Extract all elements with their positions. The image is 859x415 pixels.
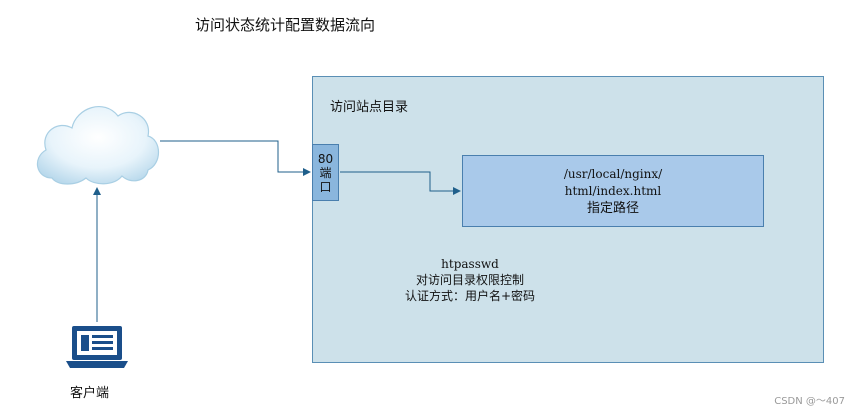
note-line-2: 对访问目录权限控制: [415, 273, 524, 287]
path-line-1: /usr/local/nginx/: [563, 166, 663, 181]
port-box: 80 端 口: [312, 144, 339, 201]
cloud-icon: [36, 106, 160, 185]
site-directory-label: 访问站点目录: [330, 100, 409, 115]
port-label-2: 口: [319, 179, 332, 194]
connector-cloud-to-port: [160, 140, 311, 176]
port-number: 80: [317, 151, 334, 166]
client-label: 客户端: [70, 386, 110, 401]
laptop-icon: [66, 326, 128, 368]
note-line-1: htpasswd: [441, 257, 499, 271]
connector-port-to-path: [340, 171, 461, 195]
watermark: CSDN @～407: [774, 396, 845, 407]
diagram-title: 访问状态统计配置数据流向: [195, 16, 376, 34]
port-label-1: 端: [319, 165, 332, 180]
path-box: /usr/local/nginx/ html/index.html 指定路径: [462, 155, 764, 227]
path-line-2: html/index.html: [564, 183, 662, 198]
note-line-3: 认证方式：用户名+密码: [404, 289, 536, 303]
htpasswd-note: htpasswd 对访问目录权限控制 认证方式：用户名+密码: [380, 256, 560, 304]
path-caption: 指定路径: [586, 200, 639, 216]
